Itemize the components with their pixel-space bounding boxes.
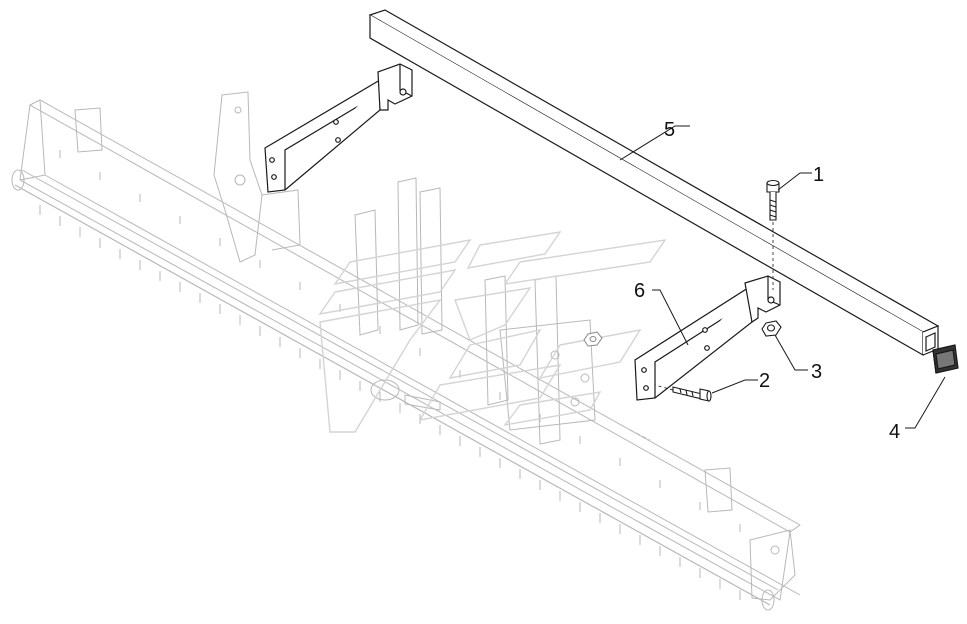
leader-lines [619, 125, 946, 429]
leader-4 [905, 376, 946, 429]
part-5-flat-bar [264, 63, 413, 193]
part-2-bolt [654, 384, 712, 402]
part-4-end-cap [932, 344, 959, 374]
leader-5 [619, 125, 690, 161]
leader-2 [711, 379, 758, 394]
part-6-flat-bar [634, 275, 781, 401]
callout-1: 1 [813, 164, 824, 186]
part-3-nut [761, 320, 782, 337]
nut-background [583, 331, 603, 347]
part-1-bolt [766, 179, 780, 290]
callout-labels: 1 2 3 4 5 6 [634, 119, 900, 443]
roller-teeth [39, 150, 741, 600]
callout-5: 5 [664, 119, 675, 141]
callout-6: 6 [634, 280, 645, 302]
square-tube-beam [368, 9, 940, 357]
leader-3 [774, 334, 808, 371]
watermark-logo [318, 231, 667, 433]
leader-1 [777, 172, 812, 191]
callout-4: 4 [889, 421, 900, 443]
leader-6 [652, 289, 689, 346]
callout-2: 2 [759, 370, 770, 392]
roller-frame-assembly [11, 91, 801, 611]
callout-3: 3 [811, 361, 822, 383]
